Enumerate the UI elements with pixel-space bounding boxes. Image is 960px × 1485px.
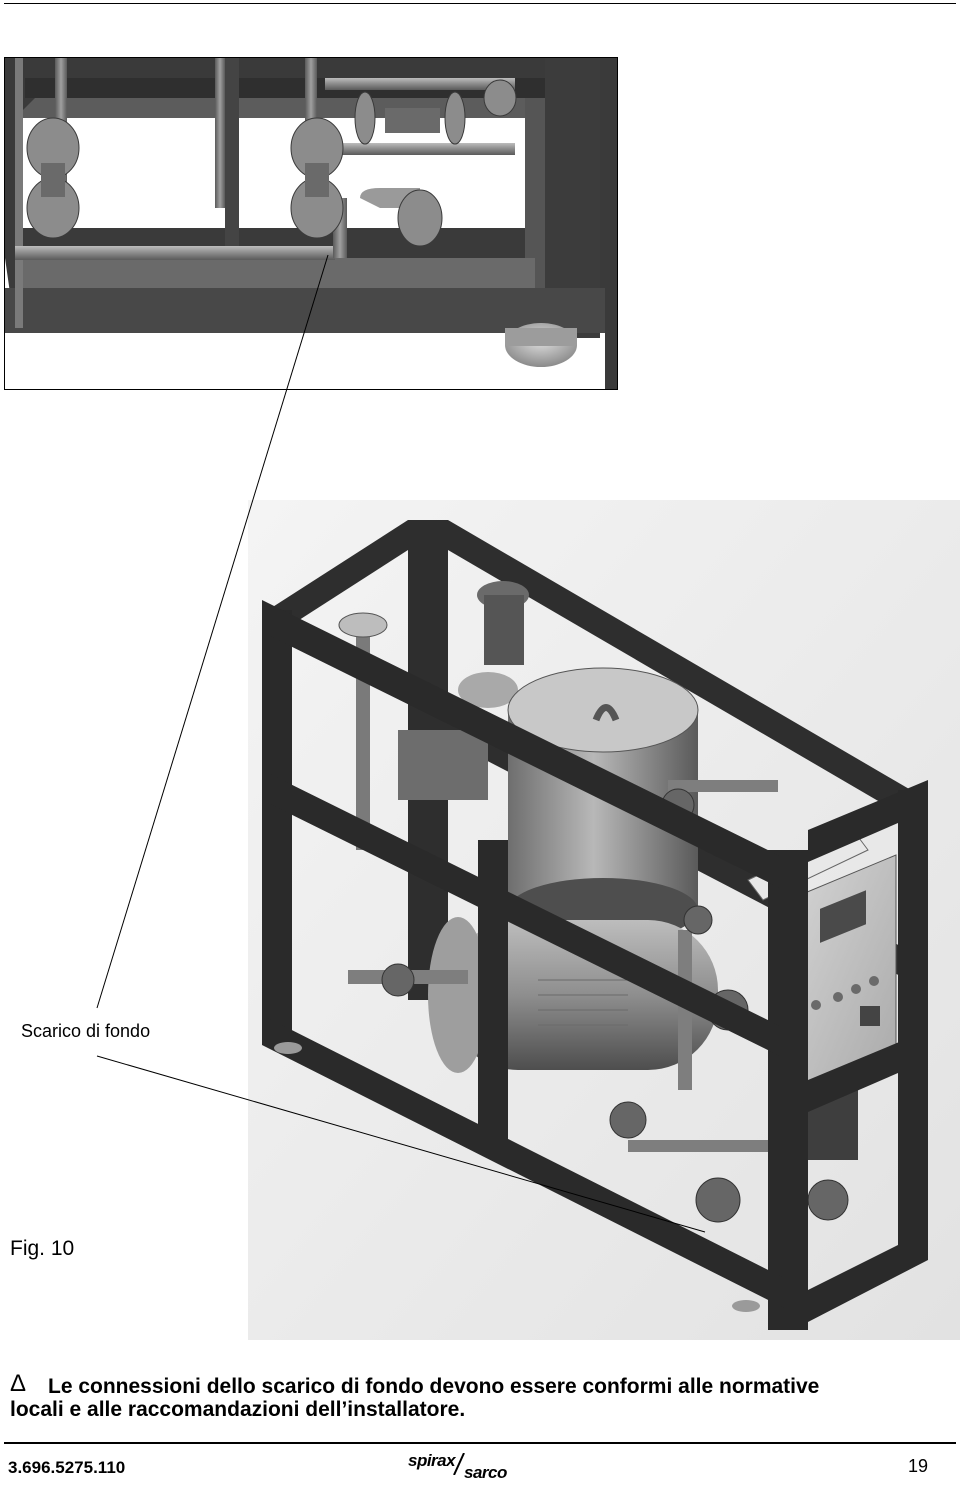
document-code: 3.696.5275.110 — [8, 1458, 126, 1477]
note-line-2: locali e alle raccomandazioni dell’insta… — [10, 1398, 466, 1421]
unit-illustration — [248, 500, 960, 1340]
detail-illustration — [4, 57, 618, 390]
callout-label: Scarico di fondo — [21, 1021, 151, 1041]
figure-label: Fig. 10 — [10, 1237, 75, 1260]
footer-rule — [4, 1442, 956, 1444]
page-number: 19 — [908, 1456, 929, 1476]
delta-warning-icon: Δ — [10, 1370, 27, 1397]
logo-text-bottom: sarco — [464, 1463, 507, 1482]
logo-text-top: spirax — [408, 1451, 456, 1470]
spirax-sarco-logo: spirax sarco — [408, 1451, 526, 1485]
top-rule — [4, 3, 956, 4]
unit-drawing — [248, 500, 960, 1340]
logo-slash-icon — [453, 1453, 465, 1475]
note-line-1: Le connessioni dello scarico di fondo de… — [48, 1375, 820, 1398]
detail-drawing — [5, 58, 617, 389]
